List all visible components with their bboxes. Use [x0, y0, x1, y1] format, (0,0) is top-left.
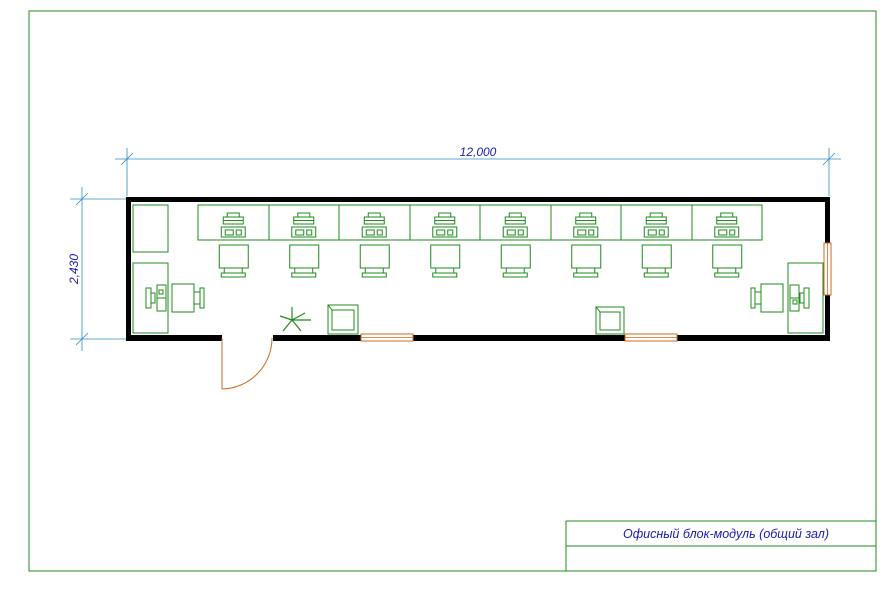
chair-icon [289, 244, 320, 278]
workstation-bench [197, 204, 763, 241]
length-dimension-label: 12,000 [460, 145, 497, 159]
width-dimension: 2,430 [67, 187, 127, 351]
workstation-7 [641, 212, 672, 278]
window-bottom-left [360, 333, 414, 342]
chair-icon [500, 244, 531, 278]
chair-icon [359, 244, 390, 278]
computer-icon [432, 212, 458, 238]
title-block: Офисный блок-модуль (общий зал) [565, 520, 876, 571]
workstations [218, 212, 743, 278]
computer-icon [361, 212, 387, 238]
chair-icon [218, 244, 249, 278]
computer-icon [291, 212, 317, 238]
swivel-chair [279, 307, 311, 332]
computer-icon [502, 212, 528, 238]
chair-icon [430, 244, 461, 278]
manager-desk-right [750, 262, 824, 334]
computer-icon [643, 212, 669, 238]
length-dimension: 12,000 [115, 145, 841, 196]
manager-desk-left [132, 262, 205, 334]
storage-cabinet [132, 204, 169, 253]
computer-icon [714, 212, 740, 238]
chair-icon [641, 244, 672, 278]
module-walls [126, 197, 830, 341]
computer-icon [573, 212, 599, 238]
window-right-wall [823, 242, 832, 296]
workstation-4 [430, 212, 461, 278]
width-dimension-label: 2,430 [67, 254, 81, 285]
entrance-door [221, 337, 273, 390]
workstation-8 [712, 212, 743, 278]
floor-unit-right [595, 306, 625, 335]
workstation-1 [218, 212, 249, 278]
floor-unit-left [327, 304, 359, 335]
workstation-5 [500, 212, 531, 278]
sheet-frame [28, 10, 877, 572]
window-bottom-right [624, 333, 678, 342]
computer-icon [220, 212, 246, 238]
title-block-text: Офисный блок-модуль (общий зал) [623, 527, 829, 541]
workstation-6 [571, 212, 602, 278]
workstation-3 [359, 212, 390, 278]
chair-icon [571, 244, 602, 278]
workstation-2 [289, 212, 320, 278]
chair-icon [712, 244, 743, 278]
